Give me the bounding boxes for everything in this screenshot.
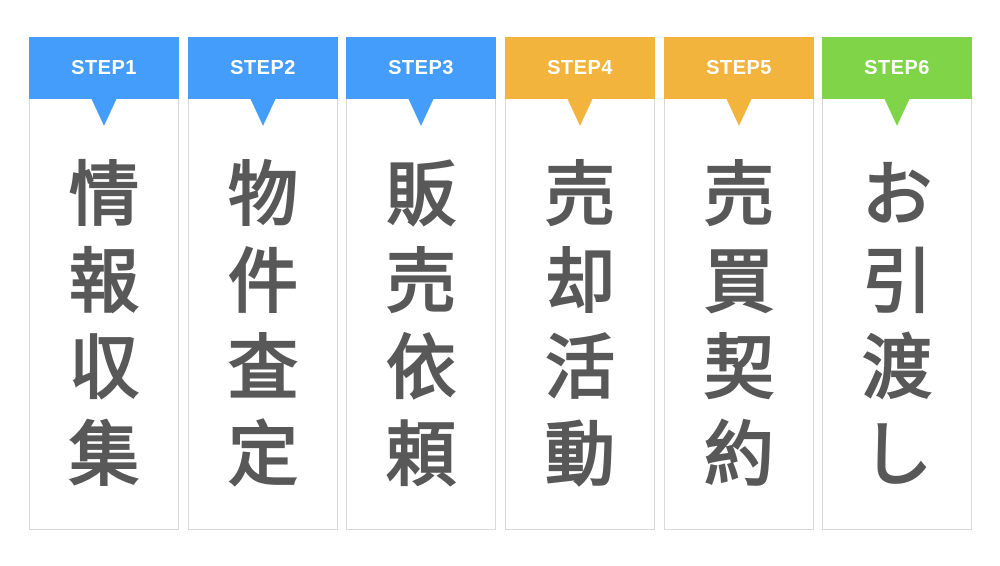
step-3-char: 販	[386, 154, 456, 236]
step-4-char: 却	[545, 240, 615, 323]
step-6-char: お	[862, 154, 932, 236]
step-5-char: 売	[704, 154, 774, 236]
step-1-char: 報	[69, 240, 139, 323]
step-4-char: 動	[545, 413, 615, 496]
step-3-pointer	[408, 98, 434, 126]
step-1-char: 情	[69, 154, 139, 236]
step-6-char: 引	[862, 240, 932, 323]
step-3-label: STEP3	[388, 56, 454, 79]
step-6-pointer	[884, 98, 910, 126]
step-3-header: STEP3	[346, 37, 496, 99]
step-1-label: STEP1	[71, 56, 137, 79]
step-2-char: 件	[228, 240, 298, 323]
step-5-title: 売 買 契 約	[664, 155, 814, 495]
step-3-char: 頼	[386, 413, 456, 496]
step-2-char: 物	[228, 154, 298, 236]
step-3-title: 販 売 依 頼	[346, 155, 496, 495]
step-3-char: 依	[386, 327, 456, 410]
step-5-header: STEP5	[664, 37, 814, 99]
step-2-char: 査	[228, 327, 298, 410]
step-4-char: 売	[545, 154, 615, 236]
step-5-char: 買	[704, 240, 774, 323]
step-3-card: STEP3 販 売 依 頼	[346, 37, 496, 530]
step-5-card: STEP5 売 買 契 約	[664, 37, 814, 530]
step-5-pointer	[726, 98, 752, 126]
step-5-label: STEP5	[706, 56, 772, 79]
step-1-char: 集	[69, 413, 139, 496]
step-2-label: STEP2	[230, 56, 296, 79]
step-6-header: STEP6	[822, 37, 972, 99]
step-1-header: STEP1	[29, 37, 179, 99]
step-6-title: お 引 渡 し	[822, 155, 972, 495]
step-4-char: 活	[545, 327, 615, 410]
step-6-label: STEP6	[864, 56, 930, 79]
step-2-pointer	[250, 98, 276, 126]
step-1-char: 収	[69, 327, 139, 410]
step-5-char: 約	[704, 413, 774, 496]
step-3-char: 売	[386, 240, 456, 323]
step-5-char: 契	[704, 327, 774, 410]
step-4-card: STEP4 売 却 活 動	[505, 37, 655, 530]
step-2-char: 定	[228, 413, 298, 496]
step-6-char: し	[862, 413, 932, 496]
step-4-label: STEP4	[547, 56, 613, 79]
step-1-title: 情 報 収 集	[29, 155, 179, 495]
step-1-pointer	[91, 98, 117, 126]
step-4-header: STEP4	[505, 37, 655, 99]
step-2-header: STEP2	[188, 37, 338, 99]
step-2-title: 物 件 査 定	[188, 155, 338, 495]
step-4-title: 売 却 活 動	[505, 155, 655, 495]
step-2-card: STEP2 物 件 査 定	[188, 37, 338, 530]
step-6-card: STEP6 お 引 渡 し	[822, 37, 972, 530]
step-4-pointer	[567, 98, 593, 126]
step-6-char: 渡	[862, 327, 932, 410]
step-1-card: STEP1 情 報 収 集	[29, 37, 179, 530]
